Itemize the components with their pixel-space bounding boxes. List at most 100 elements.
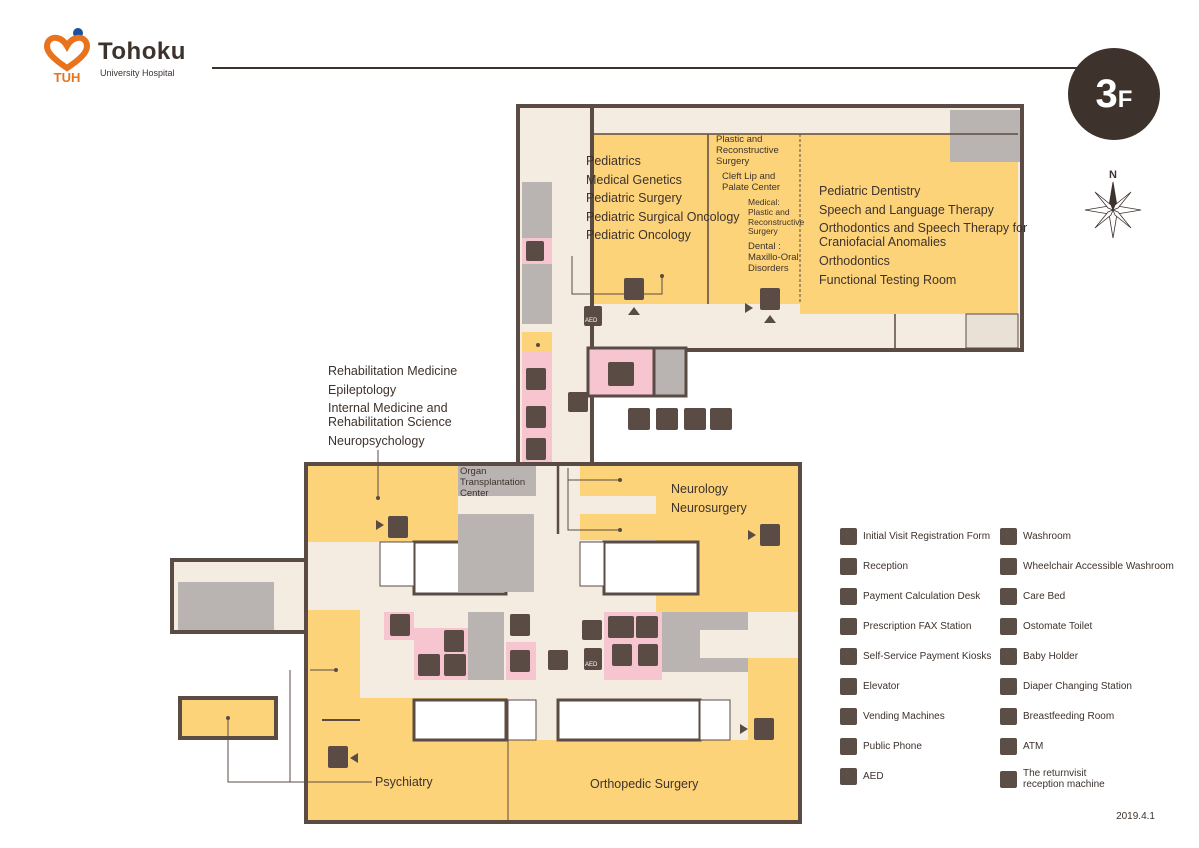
floor-suffix: F (1117, 86, 1133, 113)
entrance-arrow-rehab (376, 520, 384, 530)
entrance-arrow-ortho (740, 724, 748, 734)
legend-label-line2: reception machine (1023, 779, 1105, 790)
dept-medical-detail: Medical: Plastic and Reconstructive Surg… (748, 197, 805, 237)
dept-neurology: Neurology (671, 482, 728, 496)
elevator-icon (526, 368, 546, 390)
entrance-arrow-north-1 (628, 307, 640, 315)
breastfeeding-room-icon (526, 406, 546, 428)
entrance-arrow-north-2 (764, 315, 776, 323)
dept-rehabilitation-science: Rehabilitation Science (328, 415, 452, 429)
logo-abbr: TUH (54, 70, 81, 84)
vending-machine-icon (510, 614, 530, 636)
dept-functional-testing: Functional Testing Room (819, 272, 957, 287)
legend-item-baby-holder: Baby Holder (1000, 648, 1078, 665)
logo-subtitle: University Hospital (100, 68, 175, 78)
legend-label: Ostomate Toilet (1023, 621, 1093, 632)
wheelchair-washroom-icon (1000, 558, 1017, 575)
returnvisit-machine-icon (568, 392, 588, 412)
returnvisit-machine-icon (548, 650, 568, 670)
west-service-2 (522, 264, 552, 324)
dept-orthodontics-speech: Orthodontics and Speech Therapy for (819, 221, 1028, 235)
legend-item-washroom: Washroom (1000, 528, 1071, 545)
payment-calculation-icon (840, 588, 857, 605)
east-corridor-notch (700, 630, 798, 658)
dept-cleft-lip-center: Cleft Lip and Palate Center (722, 171, 781, 193)
dept-rehabilitation-medicine: Rehabilitation Medicine (328, 364, 458, 378)
dept-speech-therapy: Speech and Language Therapy (819, 202, 994, 217)
payment-calculation-icon (582, 620, 602, 640)
legend-item-reception: Reception (840, 558, 908, 575)
atm-icon (1000, 738, 1017, 755)
header-rule (212, 67, 1097, 69)
legend-label: Elevator (863, 681, 900, 692)
washroom-icon (526, 241, 544, 261)
washroom-icon (608, 362, 634, 386)
wheelchair-washroom-icon (628, 408, 650, 430)
room-rehabilitation (308, 466, 458, 542)
elevator-icon (390, 614, 410, 636)
elevator-icon (840, 678, 857, 695)
baby-holder-icon (1000, 648, 1017, 665)
legend-label: Baby Holder (1023, 651, 1079, 662)
washroom-icon (418, 654, 440, 676)
legend-label: Public Phone (863, 741, 922, 752)
room-north-top (800, 134, 950, 160)
wheelchair-washroom-icon (444, 630, 464, 652)
dept-pediatric-surgery: Pediatric Surgery (586, 191, 682, 205)
service-organ (458, 514, 534, 592)
reception-icon (840, 558, 857, 575)
legend-label: Diaper Changing Station (1023, 681, 1132, 692)
void-se (556, 698, 702, 742)
ostomate-toilet-icon (656, 408, 678, 430)
dept-list-west-upper: Rehabilitation Medicine Epileptology Int… (328, 362, 457, 451)
dept-organ-transplantation: Organ Transplantation Center (460, 466, 526, 499)
stairs-se (699, 699, 731, 741)
dept-epileptology: Epileptology (328, 382, 397, 397)
legend-item-wheelchair-washroom: Wheelchair Accessible Washroom (1000, 558, 1174, 575)
legend-label: Initial Visit Registration Form (863, 531, 991, 542)
stairs-sw (507, 699, 537, 741)
elevator-icon (510, 650, 530, 672)
reception-icon (388, 516, 408, 538)
dept-pediatric-surgical-oncology: Pediatric Surgical Oncology (586, 209, 740, 224)
floor-badge: 3F (1068, 48, 1160, 140)
reception-icon (624, 278, 644, 300)
reception-icon (754, 718, 774, 740)
vending-machine-icon (840, 708, 857, 725)
dept-medical-genetics: Medical Genetics (586, 172, 682, 187)
legend-item-aed: AED (840, 768, 884, 785)
aed-icon (584, 648, 602, 670)
payment-kiosk-icon (840, 648, 857, 665)
legend-item-payment-calculation: Payment Calculation Desk (840, 588, 980, 605)
room-orthopedic (508, 740, 798, 820)
dept-plastic-surgery: Plastic and Reconstructive Surgery (716, 134, 779, 167)
ostomate-toilet-icon (612, 644, 632, 666)
map-date: 2019.4.1 (1116, 811, 1155, 822)
west-small-room (522, 332, 552, 352)
entrance-arrow-psych (350, 753, 358, 763)
returnvisit-machine-icon (1000, 770, 1017, 788)
legend-label: ATM (1023, 741, 1044, 752)
service-west-core (468, 612, 504, 680)
dept-list-east: Neurology Neurosurgery (671, 480, 747, 517)
legend-item-public-phone: Public Phone (840, 738, 922, 755)
registration-form-icon (840, 528, 857, 545)
dept-dental-detail: Dental : Maxillo-Oral Disorders (748, 241, 799, 274)
washroom-icon (1000, 528, 1017, 545)
care-bed-icon (444, 654, 466, 676)
diaper-changing-icon (1000, 678, 1017, 695)
baby-holder-icon (684, 408, 706, 430)
dept-psychiatry: Psychiatry (375, 775, 433, 789)
legend-item-vending-machine: Vending Machines (840, 708, 945, 725)
east-service (652, 346, 688, 398)
stairs-w (379, 541, 415, 587)
prescription-fax-icon (840, 618, 857, 635)
logo-title: Tohoku (98, 38, 186, 65)
legend-item-prescription-fax: Prescription FAX Station (840, 618, 971, 635)
public-phone-icon (840, 738, 857, 755)
room-plastic-surgery (708, 134, 800, 304)
diaper-changing-icon (710, 408, 732, 430)
dept-pediatric-oncology: Pediatric Oncology (586, 228, 691, 242)
